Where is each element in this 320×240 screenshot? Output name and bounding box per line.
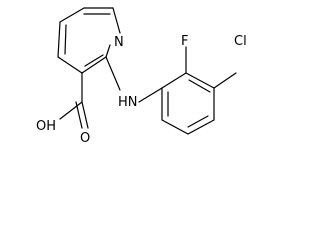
bond <box>84 54 104 67</box>
bond <box>81 56 107 74</box>
bond <box>187 115 209 128</box>
molecule-structure: N F Cl HN O OH <box>36 7 247 146</box>
bond <box>81 101 89 129</box>
bond <box>64 24 67 55</box>
amine-linker <box>105 56 163 103</box>
bond <box>59 7 85 23</box>
bond <box>57 56 83 74</box>
chlorine-label: Cl <box>234 34 247 49</box>
bond <box>187 119 215 135</box>
bond <box>161 72 187 89</box>
bond <box>75 101 83 129</box>
fluorine-label: F <box>181 34 188 49</box>
carbonyl-oxygen-label: O <box>80 131 90 146</box>
pyridine-ring <box>57 7 121 74</box>
hydroxyl-label: OH <box>36 119 56 134</box>
bond <box>213 72 237 89</box>
bond <box>188 79 211 93</box>
nitrogen-pyridine-label: N <box>114 35 124 50</box>
bond <box>112 7 121 34</box>
phenyl-ring <box>161 72 215 135</box>
bond <box>138 87 163 103</box>
carboxylic-acid <box>59 72 89 129</box>
amine-label: HN <box>118 95 138 110</box>
bond <box>105 44 111 58</box>
bond <box>185 72 215 89</box>
substituents <box>185 46 237 89</box>
bond <box>161 119 189 135</box>
bond <box>105 56 121 91</box>
bond <box>57 21 61 58</box>
bond <box>59 101 83 120</box>
